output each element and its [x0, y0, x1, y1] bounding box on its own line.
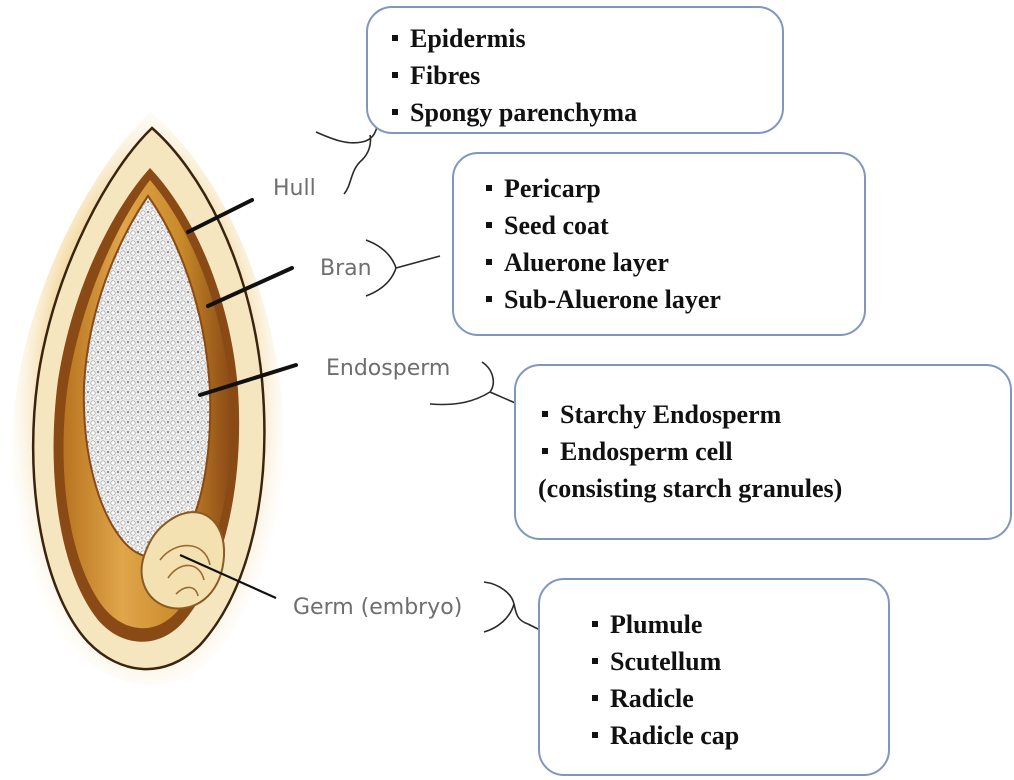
endosperm-item-cell-detail: (consisting starch granules)	[538, 470, 1010, 507]
bran-item-sub-aluerone-layer: Sub-Aluerone layer	[482, 281, 864, 318]
hull-item-fibres: Fibres	[388, 57, 782, 94]
endosperm-item-starchy: Starchy Endosperm	[538, 396, 1010, 433]
label-germ: Germ (embryo)	[293, 597, 462, 619]
germ-item-scutellum: Scutellum	[588, 643, 888, 680]
germ-item-radicle: Radicle	[588, 680, 888, 717]
hull-item-epidermis: Epidermis	[388, 20, 782, 57]
germ-components-box: Plumule Scutellum Radicle Radicle cap	[538, 578, 890, 776]
label-endosperm: Endosperm	[326, 358, 450, 380]
bran-item-seed-coat: Seed coat	[482, 207, 864, 244]
label-hull: Hull	[273, 178, 316, 200]
bran-item-aluerone-layer: Aluerone layer	[482, 244, 864, 281]
hull-components-box: Epidermis Fibres Spongy parenchyma	[366, 6, 784, 134]
bran-brace	[366, 240, 440, 296]
label-bran: Bran	[320, 258, 372, 280]
germ-brace	[484, 582, 540, 632]
endosperm-item-cell: Endosperm cell	[538, 433, 1010, 470]
hull-brace	[316, 122, 378, 194]
bran-components-box: Pericarp Seed coat Aluerone layer Sub-Al…	[452, 152, 866, 336]
hull-item-spongy-parenchyma: Spongy parenchyma	[388, 94, 782, 131]
bran-item-pericarp: Pericarp	[482, 170, 864, 207]
germ-item-plumule: Plumule	[588, 606, 888, 643]
endosperm-components-box: Starchy Endosperm Endosperm cell (consis…	[514, 364, 1012, 540]
germ-item-radicle-cap: Radicle cap	[588, 717, 888, 754]
